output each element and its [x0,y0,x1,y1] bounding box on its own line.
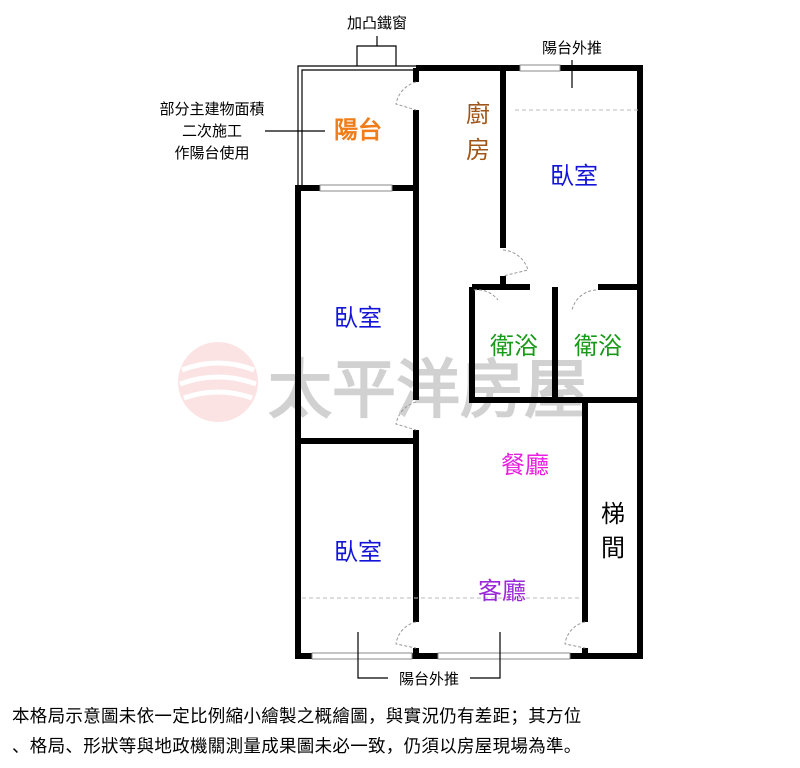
note-line-3: 作陽台使用 [174,144,249,162]
room-dining: 餐廳 [501,451,549,479]
watermark-logo-icon [178,342,258,422]
room-stair-1: 梯 [601,500,625,528]
watermark-text: 太平洋房屋 [268,353,588,428]
balcony-outline [297,36,416,188]
room-stair-2: 間 [601,534,625,562]
room-bathroom-2: 衛浴 [574,332,622,360]
balcony-push-bottom-label: 陽台外推 [399,670,459,688]
room-bedroom-top-right: 臥室 [550,162,598,190]
room-living: 客廳 [478,577,526,605]
room-bathroom-1: 衛浴 [490,332,538,360]
room-balcony: 陽台 [334,116,382,144]
disclaimer-line-2: 、格局、形狀等與地政機關測量成果圖未必一致，仍須以房屋現場為準。 [12,737,582,757]
balcony-push-top-label: 陽台外推 [542,39,602,57]
iron-window-label: 加凸鐵窗 [347,14,407,32]
room-kitchen-1: 廚 [466,100,490,128]
room-bedroom-left-upper: 臥室 [334,304,382,332]
room-kitchen-2: 房 [466,136,490,164]
note-line-1: 部分主建物面積 [159,100,264,118]
disclaimer-line-1: 本格局示意圖未依一定比例縮小繪製之概繪圖，與實況仍有差距；其方位 [12,707,582,727]
room-bedroom-left-lower: 臥室 [334,538,382,566]
note-line-2: 二次施工 [182,122,242,140]
